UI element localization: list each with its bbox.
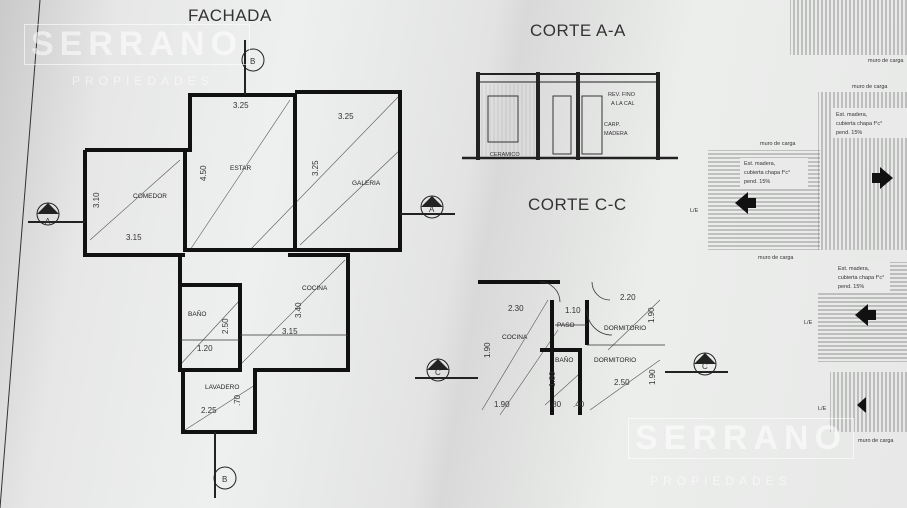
dim-325a: 3.25	[233, 101, 249, 110]
dim-070: .70	[233, 394, 242, 406]
room2-dormitorio2: DORMITORIO	[594, 357, 636, 364]
roof-muro-4: muro de carga	[758, 255, 794, 261]
marker-a-right: A	[429, 205, 435, 214]
plan1-hatching	[89, 94, 401, 431]
wall-cocina-lavadero	[181, 253, 350, 434]
title-fachada: FACHADA	[188, 6, 272, 25]
roof-le-1: L/E	[690, 208, 699, 214]
dim2-040: .40	[573, 400, 585, 409]
dim2-180: 1.80	[548, 371, 557, 387]
roof-note1-l3: pend. 15%	[744, 179, 770, 185]
marker-b-bottom: B	[222, 475, 227, 484]
dim-315b: 3.15	[282, 327, 298, 336]
dim-340: 3.40	[294, 302, 303, 318]
dim2-110: 1.10	[565, 306, 581, 315]
marker-b-top: B	[250, 57, 255, 66]
dim2-190c: 1.90	[648, 369, 657, 385]
dim2-190b: 1.90	[483, 342, 492, 358]
label-madera: MADERA	[604, 131, 628, 137]
room2-dormitorio1: DORMITORIO	[604, 325, 646, 332]
dim-325b: 3.25	[338, 112, 354, 121]
room-estar: ESTAR	[230, 165, 251, 172]
roof-note2-l1: Est. madera,	[836, 112, 868, 118]
dim-225: 2.25	[201, 406, 217, 415]
roof-note1-l1: Est. madera,	[744, 161, 776, 167]
roof-le-2: L/E	[804, 320, 813, 326]
room2-bano: BAÑO	[555, 355, 573, 364]
label-a-la-cal: A LA CAL	[611, 101, 635, 107]
roof-note3-l3: pend. 15%	[838, 284, 864, 290]
roof-note2-l3: pend. 15%	[836, 130, 862, 136]
roof-muro-1: muro de carga	[868, 58, 904, 64]
marker-c-right: C	[702, 362, 708, 371]
watermark-logo-top: SERRANO	[24, 24, 251, 65]
label-ceramico: CERAMICO	[490, 152, 520, 158]
wall-galeria	[295, 90, 402, 252]
dim2-080: .80	[550, 400, 562, 409]
marker-a-left: A	[45, 217, 51, 226]
watermark-sub-top: PROPIEDADES	[72, 74, 214, 88]
floor-plan-main: COMEDOR ESTAR GALERIA BAÑO COCINA LAVADE…	[28, 40, 455, 498]
roof-muro-2: muro de carga	[852, 84, 888, 90]
dim2-230: 2.30	[508, 304, 524, 313]
dim-250: 2.50	[221, 318, 230, 334]
dim2-190d: 1.90	[494, 400, 510, 409]
dim-315a: 3.15	[126, 233, 142, 242]
roof-muro-3: muro de carga	[760, 141, 796, 147]
room-bano: BAÑO	[188, 309, 206, 318]
room-lavadero: LAVADERO	[205, 384, 239, 391]
roof-note1-l2: cubierta chapa f°c°	[744, 170, 790, 176]
dim-450: 4.50	[199, 165, 208, 181]
title-corte-cc: CORTE C-C	[528, 195, 627, 214]
wall-comedor	[83, 150, 185, 257]
roof-muro-5: muro de carga	[858, 438, 894, 444]
roof-note3-l1: Est. madera,	[838, 266, 870, 272]
watermark-logo-bottom: SERRANO	[628, 418, 855, 459]
room2-cocina: COCINA	[502, 334, 528, 341]
room-comedor: COMEDOR	[133, 193, 167, 200]
room-galeria: GALERIA	[352, 180, 381, 187]
room2-paso: PASO	[557, 322, 575, 329]
floor-plan-secondary: COCINA PASO DORMITORIO DORMITORIO BAÑO 2…	[415, 280, 728, 416]
dim2-220: 2.20	[620, 293, 636, 302]
label-carp: CARP.	[604, 122, 621, 128]
roof-le-3: L/E	[818, 406, 827, 412]
dim2-250: 2.50	[614, 378, 630, 387]
watermark-sub-bottom: PROPIEDADES	[650, 474, 792, 488]
dim2-190a: 1.90	[647, 307, 656, 323]
wall-bano	[178, 255, 242, 372]
room-cocina: COCINA	[302, 285, 328, 292]
wall-estar	[85, 93, 297, 252]
page-border	[0, 0, 41, 508]
roof-note2-l2: cubierta chapa f°c°	[836, 121, 882, 127]
dim-325c: 3.25	[311, 160, 320, 176]
roof-plan: muro de carga muro de carga muro de carg…	[690, 0, 907, 444]
marker-c-left: C	[435, 368, 441, 377]
roof-note3-l2: cubierta chapa f°c°	[838, 275, 884, 281]
section-aa: REV. FINO A LA CAL CARP. MADERA CERAMICO	[462, 72, 678, 160]
dim-120: 1.20	[197, 344, 213, 353]
label-rev-fino: REV. FINO	[608, 92, 636, 98]
title-corte-aa: CORTE A-A	[530, 21, 626, 40]
dim-310: 3.10	[92, 192, 101, 208]
